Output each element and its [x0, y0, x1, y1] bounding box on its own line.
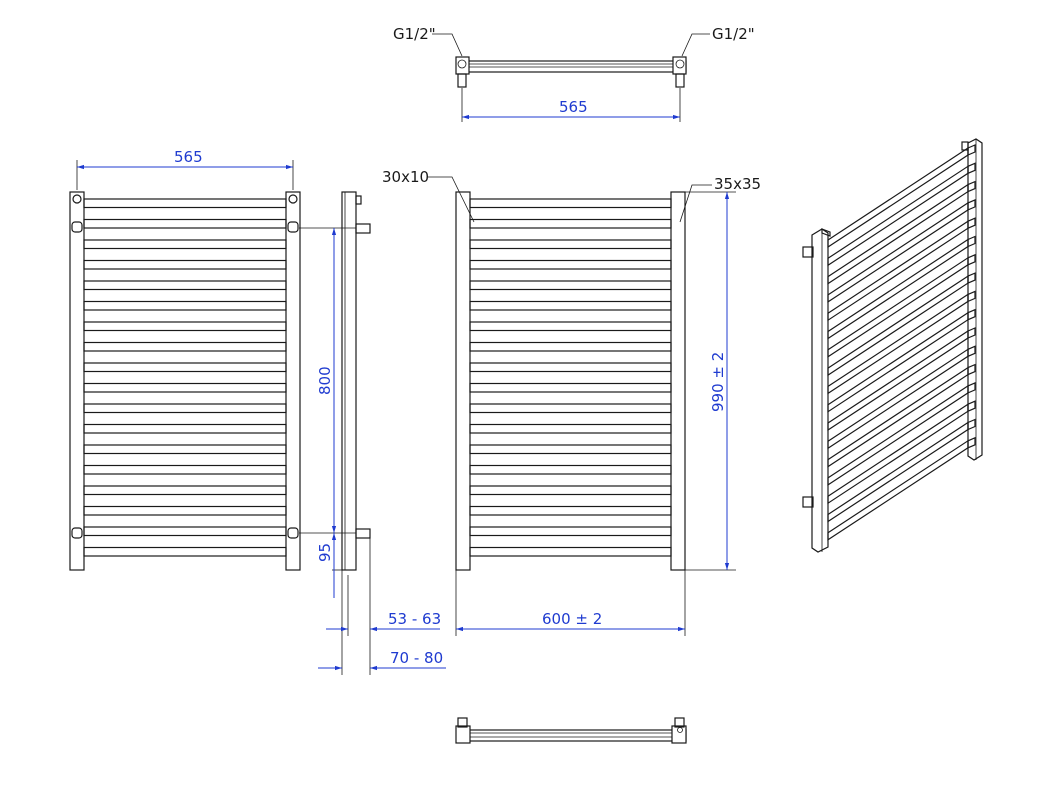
iso-rail — [827, 421, 969, 523]
rail — [83, 259, 287, 270]
rail — [83, 423, 287, 434]
rail — [83, 382, 287, 393]
rail — [83, 198, 287, 209]
iso-rail-end — [967, 272, 976, 285]
rail — [469, 321, 672, 332]
rail — [469, 444, 672, 455]
rail — [469, 485, 672, 496]
iso-rail-end — [967, 290, 976, 303]
bottom-view — [455, 717, 687, 744]
rail — [83, 341, 287, 352]
iso-rail-end — [967, 198, 976, 211]
rail — [469, 218, 672, 229]
iso-rail — [827, 293, 969, 395]
iso-rail — [827, 311, 969, 413]
iso-rail — [827, 439, 969, 541]
rail — [469, 423, 672, 434]
rail — [469, 546, 672, 557]
rail — [469, 280, 672, 291]
iso-rail-end — [967, 363, 976, 376]
front-view: 565 — [69, 148, 301, 571]
iso-rail-end — [967, 327, 976, 339]
rail — [469, 239, 672, 250]
rail — [469, 300, 672, 311]
iso-rail-end — [967, 235, 976, 248]
rail — [469, 341, 672, 352]
iso-rail — [827, 146, 969, 249]
iso-rail — [827, 183, 969, 285]
iso-rail-end — [967, 217, 976, 230]
connection-left-label: G1/2" — [393, 25, 436, 43]
front-width-dim: 565 — [174, 148, 203, 166]
rail — [83, 362, 287, 373]
iso-rail — [827, 256, 969, 358]
side-bottom-dim: 95 — [316, 543, 334, 562]
rail — [469, 259, 672, 270]
rail — [83, 403, 287, 414]
rail — [469, 403, 672, 414]
top-view: G1/2" G1/2" 565 — [393, 25, 755, 122]
iso-rail-end — [967, 253, 976, 266]
rail — [83, 239, 287, 250]
side-view: 800 95 53 - 63 70 - 80 — [299, 191, 446, 675]
rail — [83, 505, 287, 516]
bar-profile-label: 30x10 — [382, 168, 429, 186]
rail — [83, 464, 287, 475]
rail — [469, 198, 672, 209]
iso-rail — [827, 384, 969, 487]
iso-rail — [827, 348, 969, 450]
iso-rail — [827, 220, 969, 322]
rail — [469, 464, 672, 475]
isometric-view — [802, 138, 983, 553]
rail — [469, 382, 672, 393]
iso-rail — [827, 274, 969, 377]
iso-rail — [827, 238, 969, 340]
column-profile-label: 35x35 — [714, 175, 761, 193]
iso-rail-end — [967, 144, 976, 156]
iso-rail-end — [967, 345, 976, 358]
iso-rail-end — [967, 180, 976, 193]
iso-rail — [827, 201, 969, 304]
rail — [83, 280, 287, 291]
iso-rail-end — [967, 400, 976, 413]
rail — [83, 321, 287, 332]
overall-width-dim: 600 ± 2 — [542, 610, 602, 628]
overall-height-dim: 990 ± 2 — [709, 352, 727, 412]
rail — [469, 526, 672, 537]
iso-rail — [827, 165, 969, 267]
rail — [469, 505, 672, 516]
iso-rail-end — [967, 162, 976, 175]
rail — [83, 546, 287, 557]
connection-right-label: G1/2" — [712, 25, 755, 43]
rail — [83, 218, 287, 229]
top-view-width-dim: 565 — [559, 98, 588, 116]
rail — [469, 362, 672, 373]
rail — [83, 485, 287, 496]
iso-rail — [827, 403, 969, 505]
depth-outer-dim: 70 - 80 — [390, 649, 443, 667]
iso-rail-end — [967, 308, 976, 321]
iso-rail-end — [967, 436, 976, 449]
iso-rail-end — [967, 381, 976, 394]
iso-rail-end — [967, 418, 976, 431]
iso-rail — [827, 329, 969, 432]
rail — [83, 300, 287, 311]
main-view: 30x10 35x35 990 ± 2 600 ± 2 — [382, 168, 761, 636]
side-height-dim: 800 — [316, 366, 334, 395]
rail — [83, 444, 287, 455]
rail — [83, 526, 287, 537]
iso-rail — [827, 366, 969, 468]
depth-inner-dim: 53 - 63 — [388, 610, 441, 628]
